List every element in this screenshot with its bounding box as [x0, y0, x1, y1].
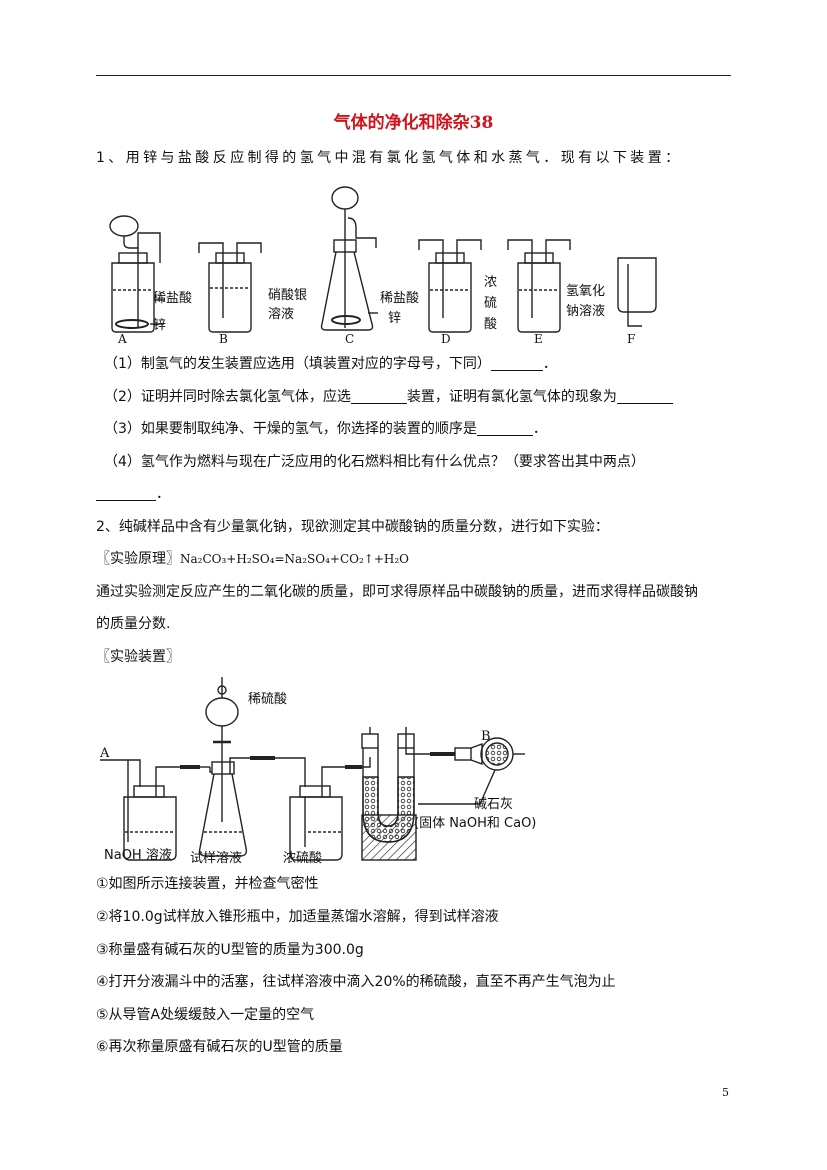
d-label-1: 浓: [484, 275, 498, 290]
header-rule: [96, 75, 731, 76]
q1-sub4: （4）氢气作为燃料与现在广泛应用的化石燃料相比有什么优点？（要求答出其中两点）: [104, 454, 645, 470]
letter-b: B: [219, 332, 228, 346]
apparatus-f: [617, 257, 657, 327]
letter-a: A: [118, 332, 127, 346]
step-2: ②将10.0g试样放入锥形瓶中，加适量蒸馏水溶解，得到试样溶液: [96, 909, 499, 925]
apparatus-e: [507, 239, 571, 333]
diagram-naoh-label: NaOH 溶液: [104, 848, 172, 863]
step-4: ④打开分液漏斗中的活塞，往试样溶液中滴入20%的稀硫酸，直至不再产生气泡为止: [96, 974, 616, 990]
letter-d: D: [441, 332, 451, 346]
a-zinc-label: 锌: [153, 318, 167, 333]
a-acid-label: 稀盐酸: [153, 291, 193, 306]
diagram-b-label: B: [481, 729, 491, 744]
q2-principle: 〖实验原理〗Na₂CO₃+H₂SO₄=Na₂SO₄+CO₂↑+H₂O: [96, 551, 409, 567]
step-1: ①如图所示连接装置，并检查气密性: [96, 876, 319, 892]
q1-sub4-answer: ．: [96, 484, 170, 504]
diagram-a-label: A: [100, 746, 110, 761]
q1-sub2: （2）证明并同时除去氯化氢气体，应选装置，证明有氯化氢气体的现象为: [104, 387, 673, 407]
d-label-2: 硫: [484, 296, 498, 311]
answer-blank[interactable]: [616, 388, 673, 404]
q2-apparatus-figure: [100, 677, 525, 861]
apparatus-c: [320, 186, 378, 331]
c-zinc-label: 锌: [388, 311, 402, 326]
diagram-h2so4-label: 浓硫酸: [283, 851, 323, 866]
letter-e: E: [534, 332, 543, 346]
page-title: 气体的净化和除杂38: [333, 113, 494, 133]
b-label-1: 硝酸银: [268, 288, 308, 303]
apparatus-d: [418, 239, 482, 333]
e-label-2: 钠溶液: [566, 304, 606, 319]
diagram-lime-label: 碱石灰: [474, 797, 514, 812]
answer-blank[interactable]: [476, 420, 533, 436]
page-number: 5: [722, 1086, 729, 1099]
letter-c: C: [345, 332, 355, 346]
diagram-sample-label: 试样溶液: [190, 851, 243, 866]
q1-stem: 1、用锌与盐酸反应制得的氢气中混有氯化氢气体和水蒸气．现有以下装置：: [96, 150, 683, 166]
q2-desc-2: 的质量分数.: [96, 616, 171, 632]
step-5: ⑤从导管A处缓缓鼓入一定量的空气: [96, 1007, 315, 1023]
d-label-3: 酸: [484, 317, 498, 332]
q2-desc-1: 通过实验测定反应产生的二氧化碳的质量，即可求得原样品中碳酸钠的质量，进而求得样品…: [96, 584, 698, 600]
diagram-acid-label: 稀硫酸: [248, 692, 288, 707]
q2-device-label: 〖实验装置〗: [96, 649, 180, 665]
diagram-lime-note: (固体 NaOH和 CaO): [414, 816, 537, 831]
c-acid-label: 稀盐酸: [380, 291, 420, 306]
b-label-2: 溶液: [268, 307, 295, 322]
apparatus-a: [109, 215, 164, 333]
step-6: ⑥再次称量原盛有碱石灰的U型管的质量: [96, 1039, 343, 1055]
q2-stem: 2、纯碱样品中含有少量氯化钠，现欲测定其中碳酸钠的质量分数，进行如下实验：: [96, 519, 609, 535]
e-label-1: 氢氧化: [566, 284, 606, 299]
answer-blank[interactable]: [350, 388, 407, 404]
answer-blank[interactable]: [490, 355, 543, 371]
step-3: ③称量盛有碱石灰的U型管的质量为300.0g: [96, 942, 364, 958]
q1-sub1: （1）制氢气的发生装置应选用（填装置对应的字母号，下同）．: [104, 355, 557, 372]
letter-f: F: [627, 332, 636, 346]
answer-blank[interactable]: [96, 485, 156, 501]
apparatus-b: [198, 242, 262, 333]
q1-apparatus-figure: [109, 186, 657, 333]
q1-sub3: （3）如果要制取纯净、干燥的氢气，你选择的装置的顺序是．: [104, 420, 547, 437]
